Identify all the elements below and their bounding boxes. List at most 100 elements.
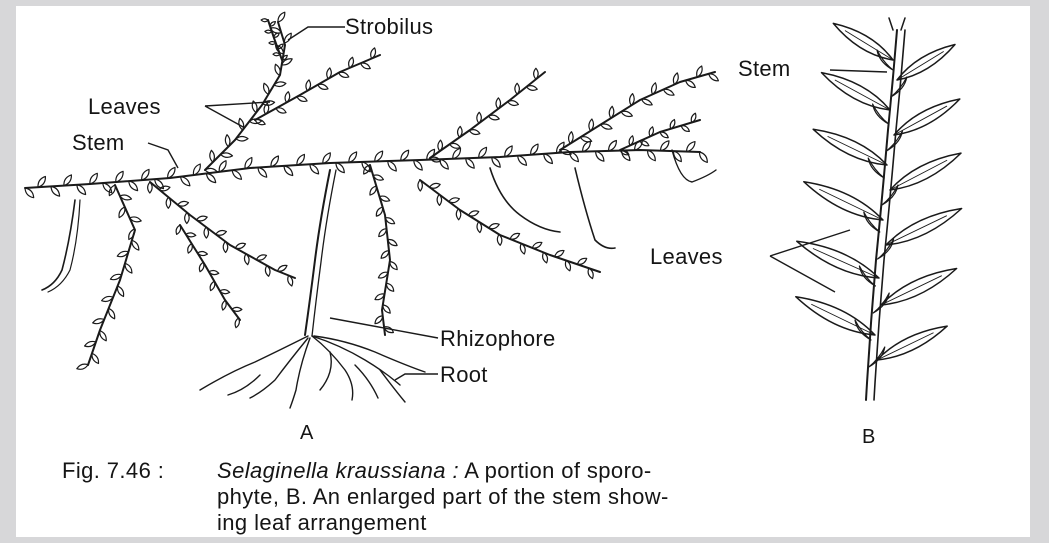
leaf bbox=[622, 151, 630, 161]
leaf bbox=[534, 68, 539, 79]
leaf bbox=[271, 156, 278, 167]
leaf bbox=[77, 364, 88, 369]
leaf bbox=[577, 258, 586, 264]
leaf bbox=[555, 251, 564, 257]
leaf bbox=[216, 230, 227, 235]
leaf bbox=[178, 201, 189, 206]
panel-a-sporophyte-drawing bbox=[25, 12, 718, 408]
root-1 bbox=[200, 336, 308, 390]
label-rhizophore: Rhizophore bbox=[440, 326, 556, 352]
right-branch-1 bbox=[430, 68, 545, 162]
leaf bbox=[129, 181, 138, 191]
leaf bbox=[318, 84, 328, 89]
leaf bbox=[336, 163, 344, 173]
leaf bbox=[206, 174, 215, 183]
label-root: Root bbox=[440, 362, 488, 388]
leaf bbox=[197, 216, 208, 221]
leaf bbox=[709, 74, 719, 81]
leaf bbox=[103, 183, 112, 193]
leaf bbox=[450, 143, 461, 148]
leaf bbox=[466, 158, 474, 168]
leaf bbox=[125, 263, 132, 273]
leaf bbox=[375, 151, 383, 161]
leaf bbox=[414, 160, 422, 170]
leaf bbox=[681, 126, 689, 132]
leaf bbox=[245, 158, 252, 169]
leaf bbox=[64, 175, 72, 186]
leaf bbox=[210, 281, 215, 290]
leaf bbox=[222, 300, 226, 310]
leaf bbox=[449, 198, 460, 203]
leaf bbox=[390, 262, 397, 270]
branch-axis bbox=[420, 180, 600, 272]
leaf bbox=[278, 12, 285, 22]
leaf bbox=[505, 146, 512, 157]
hanging-rhizophore-left-2 bbox=[48, 200, 80, 292]
leaf-midrib-9 bbox=[813, 249, 879, 278]
main-stem bbox=[25, 140, 707, 198]
leaf-midrib-2 bbox=[897, 52, 943, 80]
leaf bbox=[261, 19, 268, 22]
leaf bbox=[663, 89, 674, 95]
leaf bbox=[609, 141, 617, 151]
leaf bbox=[596, 151, 604, 161]
leaf bbox=[456, 209, 460, 220]
figure-caption: Fig. 7.46 :Selaginella kraussiana : A po… bbox=[62, 458, 962, 536]
rhizophore bbox=[305, 170, 330, 335]
leaf bbox=[496, 98, 501, 109]
leaf-midrib-5 bbox=[828, 137, 887, 166]
branch-axis bbox=[370, 165, 390, 335]
label-stem-b: Stem bbox=[738, 56, 791, 82]
leaf bbox=[453, 148, 461, 159]
leaf bbox=[142, 169, 149, 180]
leaf bbox=[198, 252, 208, 256]
branch-axis bbox=[25, 150, 700, 188]
leaf bbox=[532, 242, 542, 248]
hanging-rhizophore-mid bbox=[490, 168, 560, 232]
leaf bbox=[531, 144, 538, 155]
caption-fig-number: Fig. 7.46 : bbox=[62, 458, 217, 484]
label-stem-a: Stem bbox=[72, 130, 125, 156]
leaf bbox=[204, 227, 209, 238]
leaf bbox=[361, 63, 371, 69]
leaf bbox=[310, 164, 319, 174]
label-panel-a: A bbox=[300, 422, 314, 445]
root-8 bbox=[355, 365, 378, 398]
leaf bbox=[401, 150, 409, 160]
leaf bbox=[116, 171, 123, 182]
root-4 bbox=[312, 336, 353, 400]
leaf bbox=[660, 132, 668, 138]
leaf bbox=[376, 207, 382, 216]
leaf bbox=[469, 130, 480, 135]
leaf bbox=[258, 168, 267, 178]
leaf bbox=[518, 156, 527, 166]
leaf bbox=[544, 154, 553, 164]
caption-line2: phyte, B. An enlarged part of the stem s… bbox=[62, 484, 962, 510]
leaf bbox=[199, 262, 203, 271]
small-leaf-5 bbox=[868, 158, 884, 178]
leaf bbox=[699, 152, 707, 162]
leaf bbox=[297, 154, 305, 165]
leaf bbox=[109, 308, 115, 318]
leaf bbox=[159, 186, 170, 191]
root-10 bbox=[380, 370, 405, 402]
leaf bbox=[119, 207, 125, 218]
leaf bbox=[386, 283, 393, 291]
leaf bbox=[379, 229, 387, 237]
root-2 bbox=[250, 338, 308, 398]
leaf bbox=[185, 213, 190, 224]
hanging-rhizophore-left bbox=[42, 200, 75, 290]
leaf bbox=[225, 135, 230, 147]
upright-branch bbox=[205, 12, 292, 173]
leaf bbox=[349, 152, 357, 163]
leaf-midrib-7 bbox=[820, 189, 883, 220]
leaf bbox=[418, 180, 422, 191]
leaf bbox=[236, 136, 248, 141]
label-leaves-a: Leaves bbox=[88, 94, 161, 120]
branch-axis bbox=[560, 72, 715, 150]
leaf bbox=[375, 316, 383, 324]
small-leaf-11 bbox=[855, 320, 871, 340]
label-strobilus: Strobilus bbox=[345, 14, 433, 40]
leaf bbox=[438, 140, 443, 151]
leaf bbox=[687, 142, 696, 152]
